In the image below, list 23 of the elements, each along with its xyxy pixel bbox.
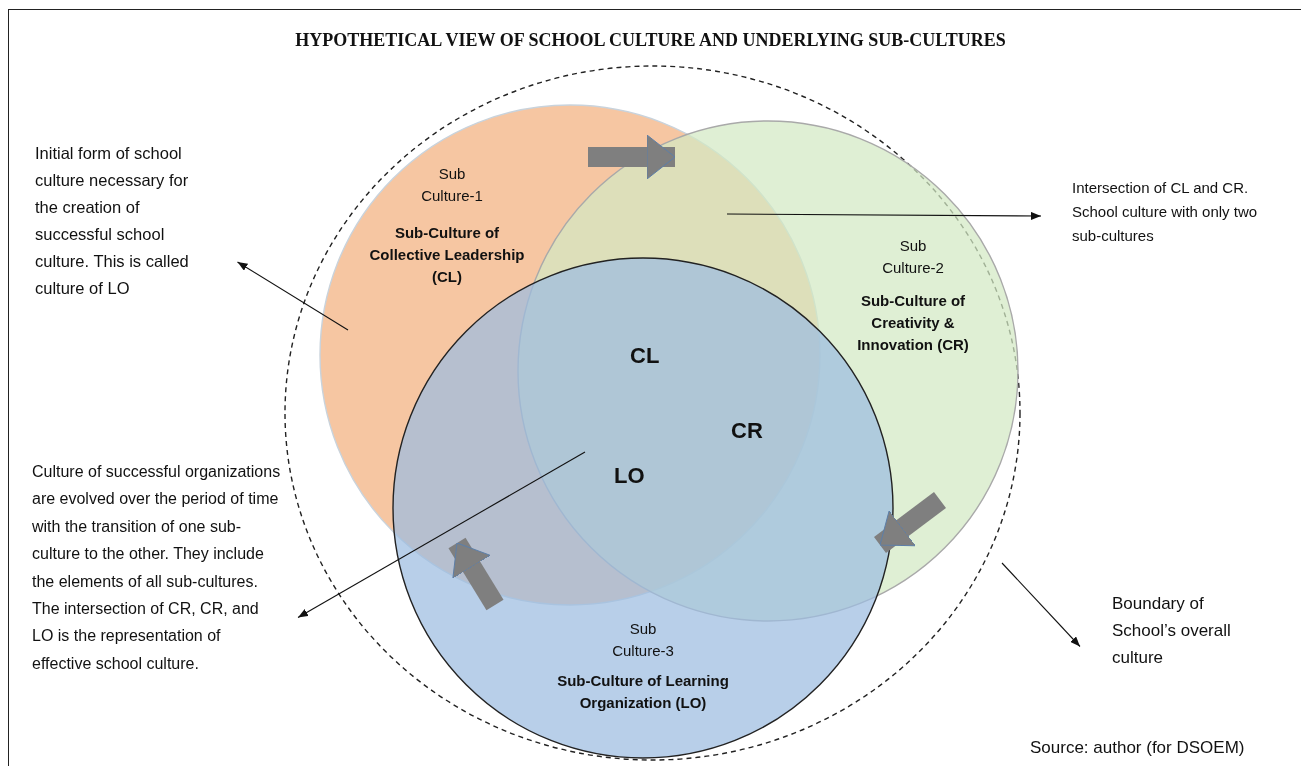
- subculture-name: Sub-Culture of Creativity & Innovation (CR): [856, 291, 970, 355]
- source-note: Source: author (for DSOEM): [1030, 738, 1245, 758]
- block-arrow: [874, 492, 946, 553]
- region-label: LO: [614, 463, 645, 489]
- diagram-title: HYPOTHETICAL VIEW OF SCHOOL CULTURE AND UNDERLYING SUB-CULTURES: [294, 30, 1007, 51]
- annotation-text: Intersection of CL and CR. School culture with only two sub-cultures: [1072, 178, 1259, 246]
- leader-line: [236, 261, 349, 331]
- annotation-text: Boundary of School’s overall culture: [1112, 593, 1232, 669]
- subculture-number: Sub Culture-2: [881, 236, 945, 278]
- region-label: CL: [630, 343, 660, 369]
- block-arrow: [588, 134, 676, 180]
- leader-line: [297, 451, 586, 619]
- annotation-text: Initial form of school culture necessary for the creation of successful school culture. This is called culture of LO: [35, 143, 190, 299]
- subculture-name: Sub-Culture of Collective Leadership (CL): [368, 223, 526, 287]
- annotation-text: Culture of successful organizations are evolved over the period of time with the transition of one sub-culture to the other. They include the elements of all sub-cultures. The intersection of CR, CR, and LO is the representation of effective school culture.: [32, 462, 282, 674]
- subculture-number: Sub Culture-3: [611, 619, 675, 661]
- leader-line: [726, 211, 1042, 220]
- subculture-name: Sub-Culture of Learning Organization (LO): [556, 671, 730, 713]
- block-arrow: [448, 537, 504, 611]
- region-label: CR: [731, 418, 763, 444]
- leader-line: [1001, 562, 1081, 648]
- subculture-number: Sub Culture-1: [420, 164, 484, 206]
- dashed-boundary-circle: [285, 66, 1020, 760]
